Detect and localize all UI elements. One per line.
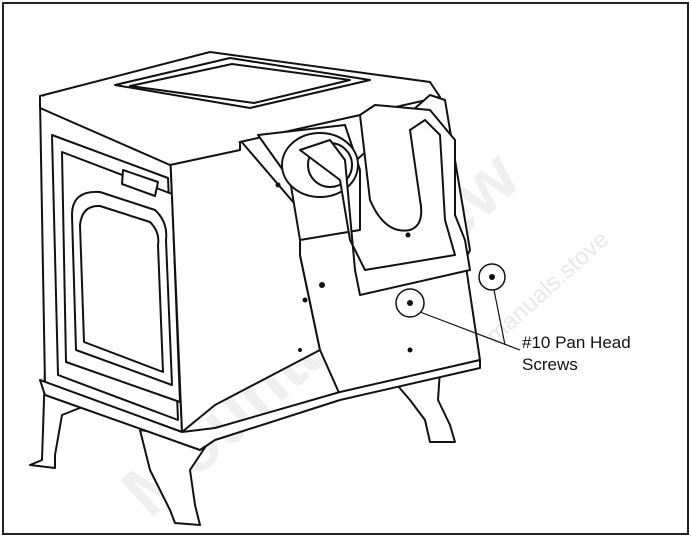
leader-line-2 (493, 289, 506, 346)
door (61, 151, 181, 403)
stove-top (39, 51, 441, 166)
hopper-bracket (299, 104, 471, 296)
stove-base (39, 359, 481, 451)
screw-1-icon (407, 300, 413, 306)
screw-2-icon (489, 274, 495, 280)
screw-callouts (395, 263, 521, 351)
callout-label-line2: Screws (522, 355, 578, 374)
screw-holes (275, 182, 413, 353)
stove-illustration (29, 51, 481, 526)
callout-label-line1: #10 Pan Head (522, 333, 631, 352)
rear-panel (299, 94, 481, 396)
leader-line-1 (419, 311, 521, 351)
